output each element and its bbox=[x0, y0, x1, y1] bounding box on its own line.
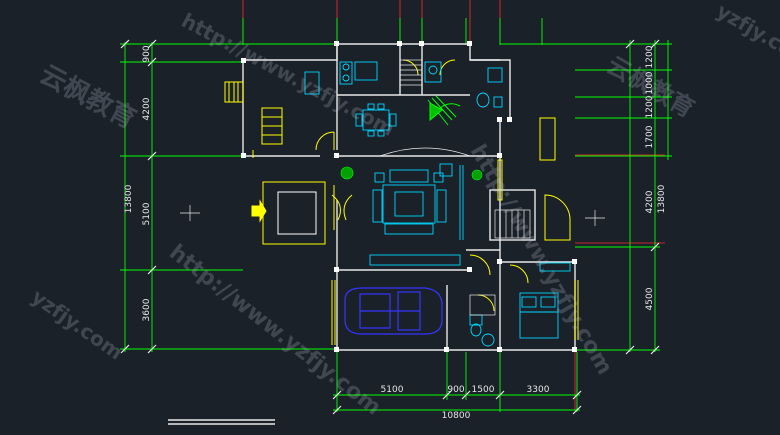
dimension-ticks bbox=[120, 39, 660, 415]
dim-left-total: 13800 bbox=[124, 184, 134, 213]
watermark-url-1: http://www.yzfjy.com bbox=[178, 8, 399, 141]
dim-right-total: 13800 bbox=[657, 184, 667, 213]
dimension-labels: 13800 900 4200 5100 3600 13800 4200 4500… bbox=[124, 45, 667, 421]
dim-left-5100: 5100 bbox=[142, 202, 152, 225]
dim-right-1200a: 1200 bbox=[645, 45, 655, 68]
dim-bottom-total: 10800 bbox=[442, 411, 471, 421]
stair-spiral bbox=[427, 95, 461, 126]
dim-right-4500: 4500 bbox=[645, 287, 655, 310]
dimension-lines bbox=[120, 18, 672, 412]
dim-left-3600: 3600 bbox=[142, 298, 152, 321]
watermark-url-3: http://www.yzfjy.com bbox=[465, 141, 617, 380]
dim-right-1200b: 1200 bbox=[645, 95, 655, 118]
pillars bbox=[241, 41, 577, 352]
furniture bbox=[304, 61, 571, 347]
watermark-url-2: http://www.yzfjy.com bbox=[164, 240, 385, 421]
watermark: http://www.yzfjy.com http://www.yzfjy.co… bbox=[27, 0, 780, 421]
watermark-short-1: yzfjy.com bbox=[27, 284, 127, 364]
dim-right-1700: 1700 bbox=[645, 125, 655, 148]
dim-bottom-5100: 5100 bbox=[381, 385, 404, 395]
plants bbox=[340, 166, 483, 181]
scale-bar bbox=[168, 419, 275, 425]
dim-bottom-900: 900 bbox=[447, 385, 464, 395]
dim-bottom-1500: 1500 bbox=[472, 385, 495, 395]
watermark-short-2: yzfjy.com bbox=[713, 0, 780, 72]
dim-left-4200: 4200 bbox=[142, 97, 152, 120]
doors bbox=[224, 59, 579, 345]
dim-left-900: 900 bbox=[142, 45, 152, 62]
stair-details bbox=[180, 59, 605, 316]
dim-right-1000: 1000 bbox=[645, 71, 655, 94]
car bbox=[344, 287, 443, 335]
dim-bottom-3300: 3300 bbox=[527, 385, 550, 395]
dim-right-4200: 4200 bbox=[645, 190, 655, 213]
